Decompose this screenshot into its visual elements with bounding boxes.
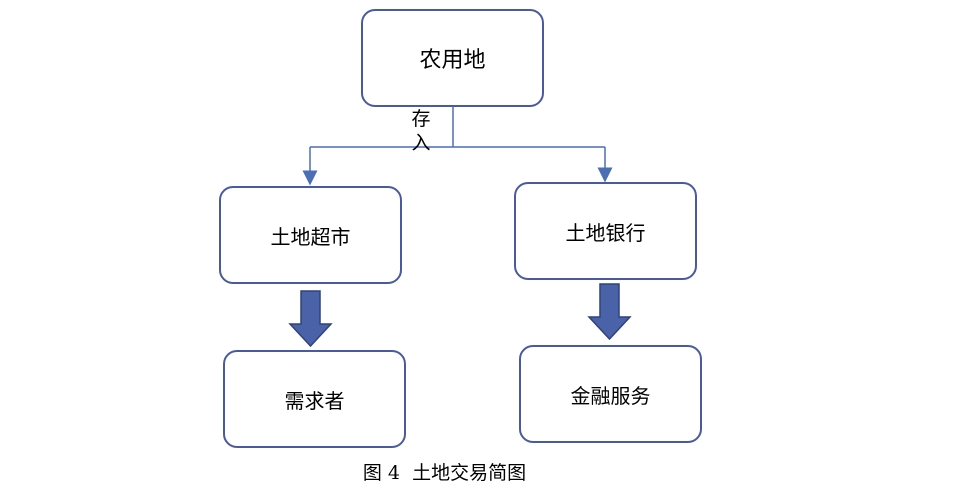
node-farmland-label: 农用地 — [419, 48, 486, 73]
block-arrow-left — [288, 290, 333, 348]
node-financial-services-label: 金融服务 — [570, 383, 651, 408]
figure-caption: 图 4 土地交易简图 — [362, 462, 527, 484]
edge-label-line2: 入 — [411, 132, 431, 154]
node-farmland: 农用地 — [361, 9, 544, 107]
node-land-supermarket-label: 土地超市 — [270, 224, 351, 249]
node-financial-services: 金融服务 — [519, 345, 702, 443]
block-arrow-right — [587, 283, 632, 341]
node-demander-label: 需求者 — [284, 388, 345, 413]
node-land-bank: 土地银行 — [514, 182, 697, 280]
node-land-bank-label: 土地银行 — [565, 220, 646, 245]
node-demander: 需求者 — [223, 350, 406, 448]
node-land-supermarket: 土地超市 — [219, 186, 402, 284]
edge-label-line1: 存 — [411, 108, 431, 130]
